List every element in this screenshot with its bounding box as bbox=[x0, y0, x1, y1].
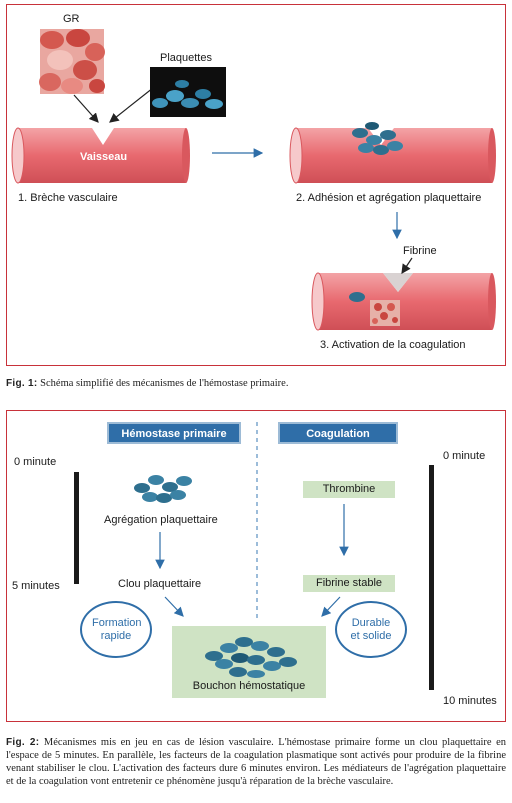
timebar-right bbox=[429, 465, 434, 690]
figure-2-caption: Fig. 2: Mécanismes mis en jeu en cas de … bbox=[6, 736, 506, 788]
figure-1-caption-label: Fig. 1: bbox=[6, 378, 38, 389]
time-left-end: 5 minutes bbox=[12, 580, 60, 592]
red-blood-cells-image bbox=[39, 29, 105, 94]
oval-formation-rapide-text: Formation rapide bbox=[92, 616, 142, 642]
oval-formation-rapide: Formation rapide bbox=[80, 601, 152, 658]
vessel-1 bbox=[11, 127, 190, 184]
clot-image bbox=[370, 300, 400, 326]
oval-durable-solide: Durable et solide bbox=[335, 601, 407, 658]
bouchon-label: Bouchon hémostatique bbox=[192, 680, 306, 692]
time-right-start: 0 minute bbox=[443, 450, 486, 462]
vessel-2 bbox=[289, 127, 496, 184]
platelets-image bbox=[150, 67, 226, 117]
arrow-gr-to-breach bbox=[73, 94, 99, 123]
clou-label: Clou plaquettaire bbox=[118, 578, 202, 590]
figure-2-caption-text: Mécanismes mis en jeu en cas de lésion v… bbox=[6, 737, 506, 787]
time-left-start: 0 minute bbox=[14, 456, 57, 468]
oval-durable-solide-text: Durable et solide bbox=[350, 616, 392, 642]
platelet-aggregate-top bbox=[134, 475, 192, 503]
thrombine-box: Thrombine bbox=[303, 481, 395, 498]
arrow-clou-to-bouchon bbox=[164, 596, 184, 617]
figure-2-frame bbox=[6, 410, 506, 722]
timebar-left bbox=[74, 472, 79, 584]
step-2-label: 2. Adhésion et agrégation plaquettaire bbox=[296, 192, 482, 204]
arrow-fibrine-to-bouchon bbox=[321, 596, 341, 617]
arrow-fibrine bbox=[401, 257, 413, 274]
time-right-end: 10 minutes bbox=[443, 695, 497, 707]
platelet-plug-image bbox=[205, 637, 297, 678]
vaisseau-label: Vaisseau bbox=[80, 151, 128, 163]
bouchon-box: Bouchon hémostatique bbox=[172, 626, 326, 698]
step-1-label: 1. Brèche vasculaire bbox=[18, 192, 118, 204]
figure-1-frame bbox=[6, 4, 506, 366]
fibrine-label: Fibrine bbox=[403, 245, 437, 257]
fibrine-stable-box: Fibrine stable bbox=[303, 575, 395, 592]
gr-label: GR bbox=[63, 13, 80, 25]
plaquettes-label: Plaquettes bbox=[160, 52, 212, 64]
platelet-cluster-vessel-2 bbox=[352, 122, 403, 155]
figure-1-caption-text: Schéma simplifié des mécanismes de l'hém… bbox=[40, 378, 289, 389]
step-3-label: 3. Activation de la coagulation bbox=[320, 339, 466, 351]
vessel-3 bbox=[311, 272, 496, 331]
figure-1-caption: Fig. 1: Schéma simplifié des mécanismes … bbox=[6, 377, 506, 390]
header-hemostase-primaire: Hémostase primaire bbox=[107, 422, 241, 444]
platelet-vessel-3 bbox=[349, 292, 365, 302]
figure-2-caption-label: Fig. 2: bbox=[6, 737, 40, 748]
header-coagulation: Coagulation bbox=[278, 422, 398, 444]
agregation-label: Agrégation plaquettaire bbox=[104, 514, 218, 526]
